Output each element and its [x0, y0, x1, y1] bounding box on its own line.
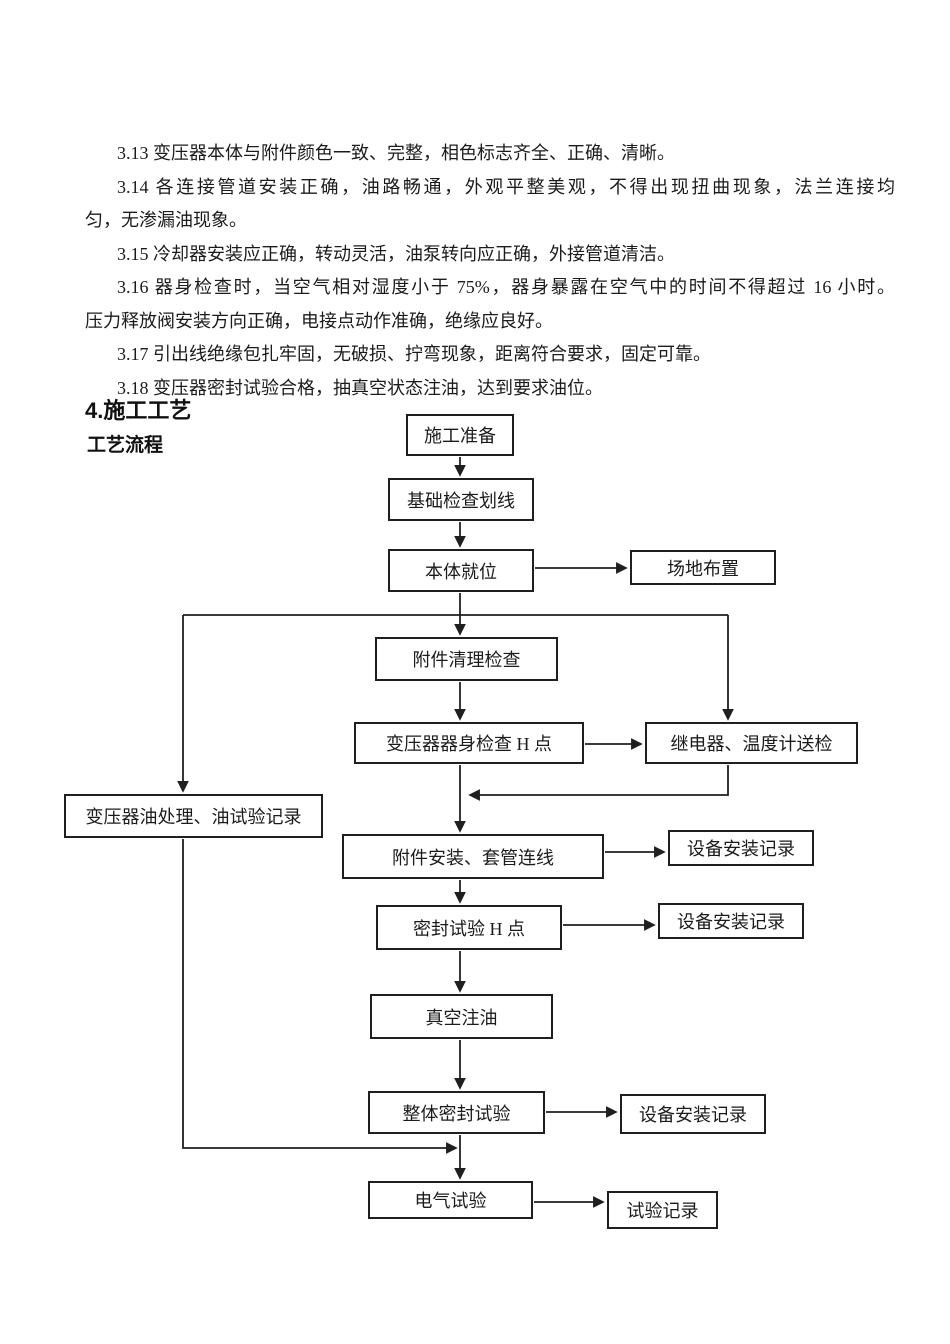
flow-node-vacuum-oiling: 真空注油 — [370, 994, 553, 1039]
flow-node-site-layout: 场地布置 — [630, 550, 776, 585]
paragraph-line: 3.17 引出线绝缘包扎牢固，无破损、拧弯现象，距离符合要求，固定可靠。 — [117, 344, 711, 364]
flow-node-install-record-3: 设备安装记录 — [620, 1094, 766, 1134]
arrow-relay-return — [468, 765, 729, 801]
paragraph-line: 3.16 器身检查时，当空气相对湿度小于 75%，器身暴露在空气中的时间不得超过… — [117, 277, 895, 297]
flow-node-body-positioning: 本体就位 — [388, 549, 534, 592]
flow-node-foundation-check: 基础检查划线 — [388, 478, 534, 521]
paragraph-line: 压力释放阀安装方向正确，电接点动作准确，绝缘应良好。 — [85, 310, 553, 331]
flow-node-test-record: 试验记录 — [607, 1191, 718, 1229]
flow-node-oil-treatment: 变压器油处理、油试验记录 — [64, 794, 323, 838]
arrow-oil-return — [182, 839, 458, 1154]
paragraph-line: 3.13 变压器本体与附件颜色一致、完整，相色标志齐全、正确、清晰。 — [117, 143, 675, 163]
paragraph-line: 匀，无渗漏油现象。 — [85, 210, 247, 230]
flow-node-electrical-test: 电气试验 — [368, 1181, 533, 1219]
flow-node-seal-test-h: 密封试验 H 点 — [376, 905, 562, 950]
flow-node-install-record-1: 设备安装记录 — [668, 830, 814, 866]
paragraph-line: 3.14 各连接管道安装正确，油路畅通，外观平整美观，不得出现扭曲现象，法兰连接… — [117, 176, 895, 197]
flow-node-install-record-2: 设备安装记录 — [658, 903, 804, 939]
flow-node-accessory-cleaning: 附件清理检查 — [375, 637, 558, 681]
flow-node-overall-seal-test: 整体密封试验 — [368, 1091, 545, 1134]
flow-node-construction-prep: 施工准备 — [406, 414, 514, 456]
flow-node-body-inspection-h: 变压器器身检查 H 点 — [354, 722, 584, 764]
paragraph-line: 3.15 冷却器安装应正确，转动灵活，油泵转向应正确，外接管道清洁。 — [117, 243, 675, 264]
flow-node-relay-thermometer: 继电器、温度计送检 — [645, 722, 858, 764]
paragraph-line: 3.18 变压器密封试验合格，抽真空状态注油，达到要求油位。 — [117, 377, 603, 398]
flow-node-accessory-install: 附件安装、套管连线 — [342, 834, 604, 879]
paragraph-block: 3.13 变压器本体与附件颜色一致、完整，相色标志齐全、正确、清晰。 3.14 … — [85, 137, 895, 405]
section-heading: 4.施工工艺 — [85, 398, 192, 423]
flow-process-label: 工艺流程 — [87, 435, 164, 456]
